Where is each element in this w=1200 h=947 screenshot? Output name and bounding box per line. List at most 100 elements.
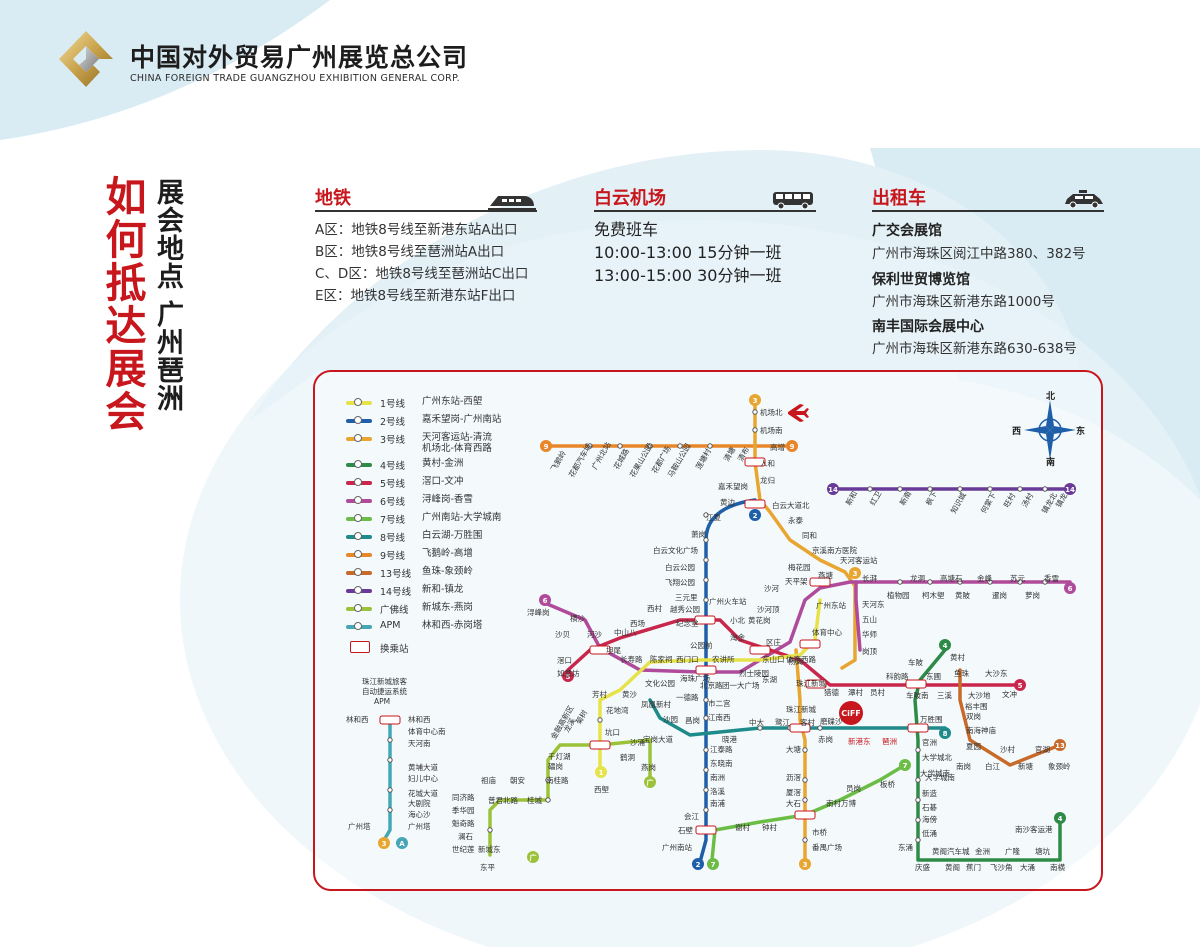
station-label: 淘金 xyxy=(730,632,745,642)
station-label: 旺村 xyxy=(1001,491,1017,509)
station-label: 朝安 xyxy=(510,775,525,785)
station-label: 鹭江 xyxy=(775,717,790,727)
station-label: 江南西 xyxy=(708,712,731,722)
airport-divider xyxy=(594,210,816,212)
legend-route: 新和-镇龙 xyxy=(422,584,464,595)
legend-row: 8号线白云湖-万胜围 xyxy=(344,528,514,544)
station-label: 黄村 xyxy=(950,652,965,662)
station-label: 员岗 xyxy=(846,784,861,793)
station-label: 客村 xyxy=(800,717,815,727)
station-label: 东湖 xyxy=(762,674,777,684)
legend-line-name: 9号线 xyxy=(380,551,406,562)
station-label: 沙涌 xyxy=(630,737,645,747)
station-label: 金洲 xyxy=(975,846,990,856)
line-3-north-path xyxy=(753,400,857,670)
station-label: 千灯湖 xyxy=(548,751,571,761)
station-label: 新城东 xyxy=(478,844,501,854)
legend-station-dot xyxy=(354,550,362,558)
station-label: 龙归 xyxy=(760,475,775,485)
legend-route: 鱼珠-象颈岭 xyxy=(422,566,473,577)
svg-text:14: 14 xyxy=(828,486,838,494)
station-label: 白云文化广场 xyxy=(653,545,698,555)
svg-text:A: A xyxy=(399,840,405,848)
svg-text:3: 3 xyxy=(853,570,858,578)
metro-map-frame xyxy=(313,370,1103,891)
subway-line-b: B区：地铁8号线至琶洲站A出口 xyxy=(315,244,505,260)
svg-text:6: 6 xyxy=(1068,585,1073,593)
station-label: 市桥 xyxy=(812,827,827,837)
station-label: 海心沙 xyxy=(408,809,431,819)
station-label: 塘坑 xyxy=(1035,846,1051,856)
station-label: 鱼珠 xyxy=(954,668,969,678)
subway-line-a: A区：地铁8号线至新港东站A出口 xyxy=(315,222,518,238)
venue-address-nanfung: 广州市海珠区新港东路630-638号 xyxy=(872,341,1077,357)
legend-line-name: 3号线 xyxy=(380,435,406,446)
station-label: APM xyxy=(374,697,390,706)
station-xingangdong: 新港东 xyxy=(848,736,871,746)
legend-station-dot xyxy=(354,568,362,576)
station-label: 农讲所 xyxy=(712,654,735,664)
legend-row: 9号线飞鹅岭-高增 xyxy=(344,546,514,562)
station-label: 暹岗 xyxy=(992,590,1007,600)
station-pazhou: 琶洲 xyxy=(882,737,897,746)
station-label: 岗顶 xyxy=(862,647,877,656)
station-label: 象颈岭 xyxy=(1048,761,1071,771)
legend-row: 13号线鱼珠-象颈岭 xyxy=(344,564,514,580)
svg-text:7: 7 xyxy=(903,762,908,770)
legend-row: 1号线广州东站-西塱 xyxy=(344,394,514,410)
station-label: 龙洞 xyxy=(910,573,925,583)
station-label: 萝岗 xyxy=(1025,590,1040,600)
station-label: 祖庙 xyxy=(481,775,496,785)
station-label: 昌岗 xyxy=(685,716,700,725)
station-label: 汤村 xyxy=(1019,491,1035,509)
station-label: 大石 xyxy=(786,798,801,808)
train-icon xyxy=(488,196,536,210)
station-label: 芳村 xyxy=(592,689,607,699)
legend-line-name: 14号线 xyxy=(380,587,412,598)
station-label: 鹤洞 xyxy=(620,752,635,762)
legend-station-dot xyxy=(354,496,362,504)
legend-line-name: 7号线 xyxy=(380,515,406,526)
svg-text:广: 广 xyxy=(530,853,537,862)
svg-text:5: 5 xyxy=(1018,682,1023,690)
legend-line-name: APM xyxy=(380,620,401,631)
svg-text:3: 3 xyxy=(382,840,387,848)
station-label: 南海神庙 xyxy=(966,725,996,735)
station-label: 珠江新城旅客 xyxy=(362,676,407,686)
station-label: 新造 xyxy=(922,788,937,798)
station-label: 白江 xyxy=(985,761,1000,771)
station-label: 珠江新城 xyxy=(786,704,816,714)
station-label: 南浦 xyxy=(710,798,725,808)
station-label: 莲塘村 xyxy=(693,446,713,471)
legend-station-dot xyxy=(354,398,362,406)
station-label: 浔峰岗 xyxy=(527,607,550,617)
line-6-path xyxy=(543,580,1072,674)
station-label: 梅花园 xyxy=(788,562,811,572)
station-label: 永泰 xyxy=(788,515,803,525)
station-label: 东晓南 xyxy=(710,758,733,768)
legend-line-name: 13号线 xyxy=(380,569,412,580)
subway-line-cd: C、D区：地铁8号线至琶洲站C出口 xyxy=(315,266,529,282)
ciff-venue-marker: CiFF xyxy=(839,701,863,725)
station-label: 江夏 xyxy=(706,513,721,522)
station-label: 体育中心 xyxy=(812,627,842,637)
station-label: 裕丰围 xyxy=(965,701,988,711)
station-label: 珠江新城 xyxy=(796,678,826,688)
station-label: 广州火车站 xyxy=(709,596,747,606)
venue-name-poly-world-trade: 保利世贸博览馆 xyxy=(872,272,970,288)
line-13-path xyxy=(958,668,1062,767)
svg-text:3: 3 xyxy=(803,861,808,869)
legend-line-name: 1号线 xyxy=(380,399,406,410)
station-label: 妇儿中心 xyxy=(408,773,438,783)
legend-route: 滘口-文冲 xyxy=(422,476,464,487)
legend-row: 换乘站 xyxy=(344,639,514,655)
station-label: 洛溪 xyxy=(710,786,725,796)
station-label: 潭村 xyxy=(848,687,863,697)
legend-route: 嘉禾望岗-广州南站 xyxy=(422,414,502,425)
legend-line-name: 4号线 xyxy=(380,461,406,472)
station-label: 沥滘 xyxy=(786,773,801,782)
station-label: 坑口 xyxy=(605,727,620,737)
svg-text:9: 9 xyxy=(790,443,795,451)
